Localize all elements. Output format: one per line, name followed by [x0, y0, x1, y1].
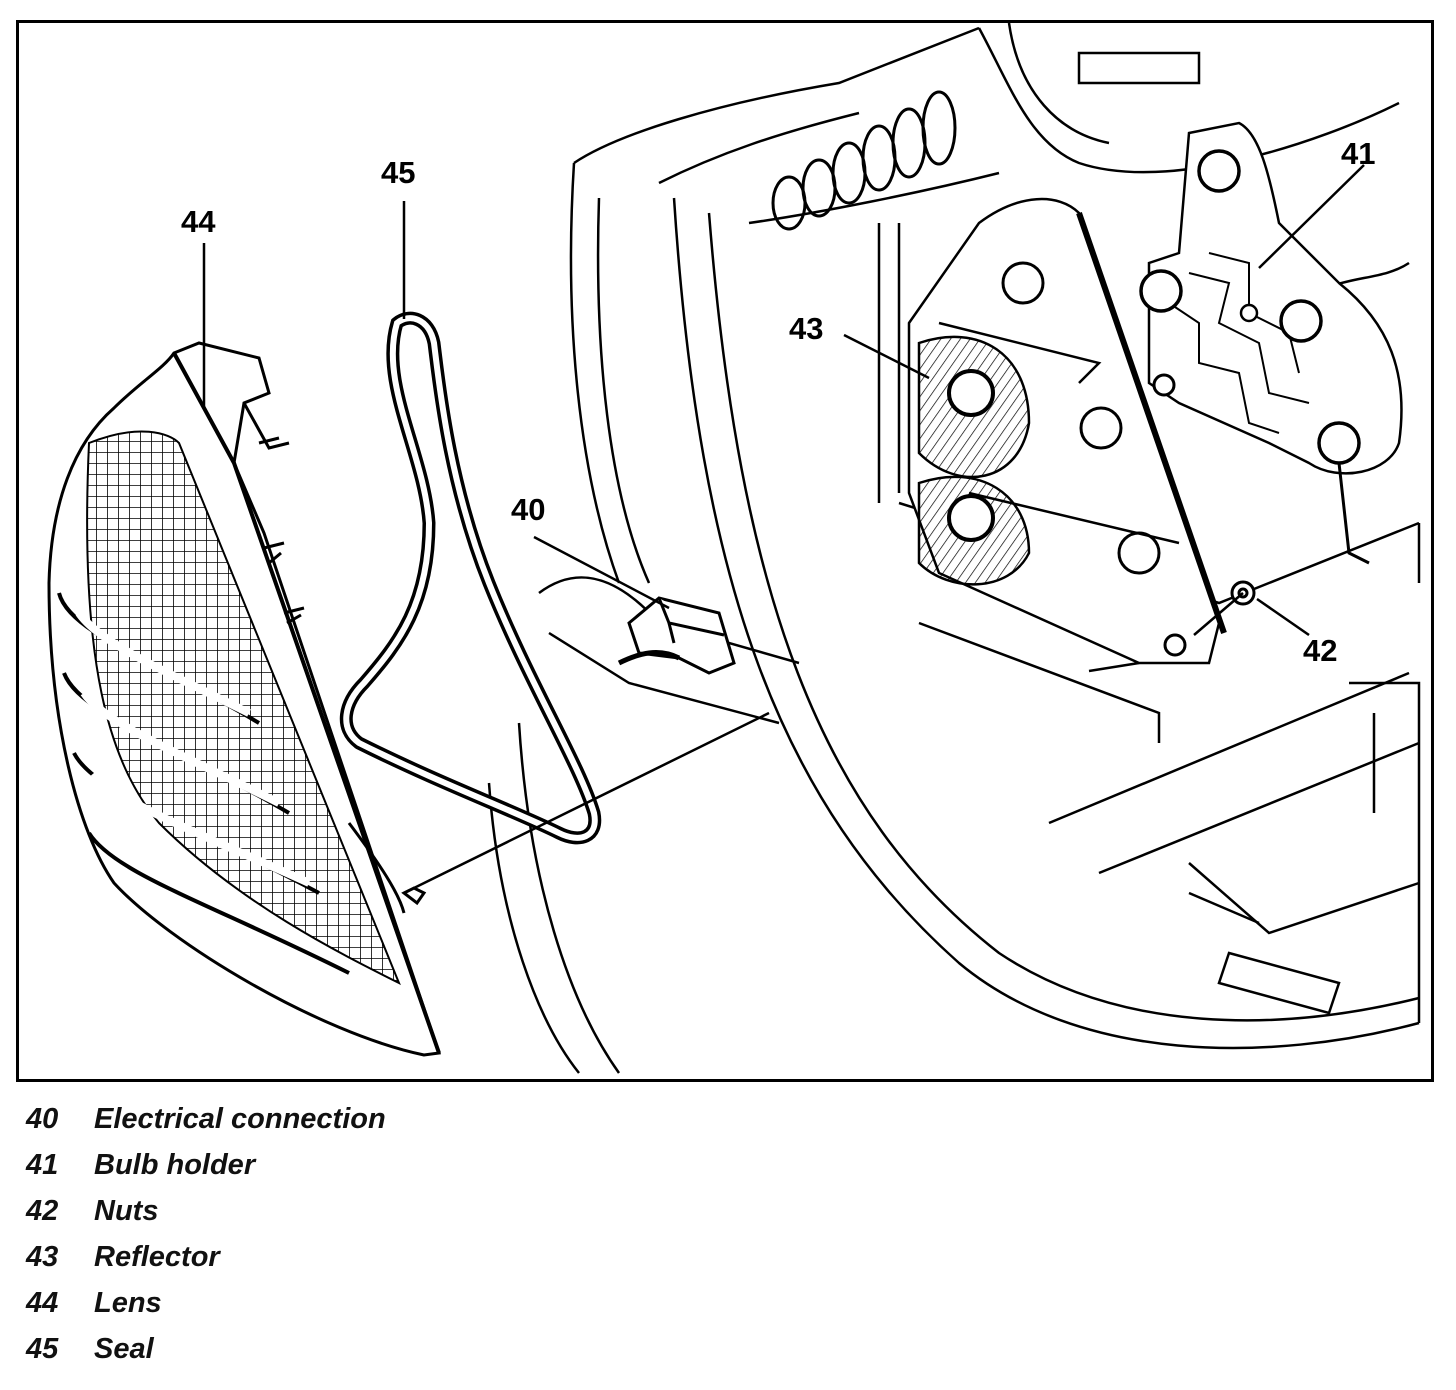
legend-number: 43	[26, 1240, 59, 1273]
leader-lines	[202, 164, 1365, 890]
legend-number: 40	[26, 1102, 59, 1135]
legend-item: 42 Nuts	[26, 1188, 726, 1234]
legend-label: Nuts	[94, 1194, 159, 1227]
callout-40: 40	[511, 492, 546, 527]
spring-coils	[771, 90, 957, 231]
legend-number: 42	[26, 1194, 59, 1227]
diagram-drawing	[47, 23, 1421, 1074]
legend-label: Reflector	[94, 1240, 220, 1273]
legend-label: Seal	[94, 1332, 154, 1365]
electrical-connector	[617, 596, 736, 675]
callout-45: 45	[381, 155, 416, 190]
reflector	[907, 197, 1227, 665]
callout-42: 42	[1303, 633, 1338, 668]
legend-item: 40 Electrical connection	[26, 1096, 726, 1142]
bulb-holder	[1139, 121, 1403, 565]
exploded-diagram: 45 44 40 43 41 42	[16, 20, 1434, 1082]
callout-41: 41	[1341, 136, 1376, 171]
legend-number: 45	[26, 1332, 59, 1365]
legend-label: Lens	[94, 1286, 162, 1319]
legend-label: Bulb holder	[94, 1148, 256, 1181]
legend-item: 41 Bulb holder	[26, 1142, 726, 1188]
legend-item: 43 Reflector	[26, 1234, 726, 1280]
legend-number: 44	[26, 1286, 59, 1319]
legend: 40 Electrical connection 41 Bulb holder …	[26, 1096, 726, 1372]
legend-item: 45 Seal	[26, 1326, 726, 1372]
car-body-outline	[487, 23, 1421, 1074]
lens	[47, 341, 442, 1057]
callout-44: 44	[181, 204, 216, 239]
legend-item: 44 Lens	[26, 1280, 726, 1326]
seal	[339, 311, 602, 845]
callout-43: 43	[789, 311, 824, 346]
legend-number: 41	[26, 1148, 59, 1181]
legend-label: Electrical connection	[94, 1102, 386, 1135]
